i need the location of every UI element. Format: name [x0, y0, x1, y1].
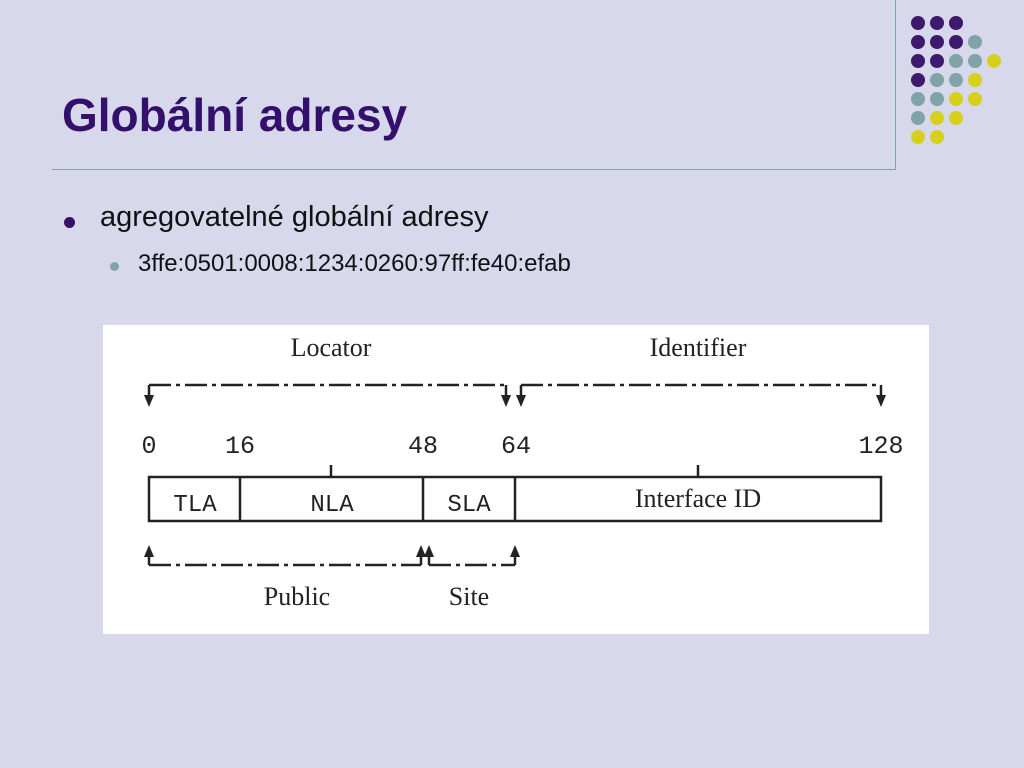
bit-0-label: 0: [141, 432, 156, 461]
dot: [930, 111, 944, 125]
slide-title: Globální adresy: [62, 89, 408, 141]
bullet-subitem: 3ffe:0501:0008:1234:0260:97ff:fe40:efab: [138, 250, 571, 277]
up-arrow-icon: [424, 545, 434, 557]
down-arrow-icon: [144, 395, 154, 407]
bullet-item: agregovatelné globální adresy: [100, 201, 489, 233]
field-nla-label: NLA: [310, 492, 354, 519]
field-interface-id-label: Interface ID: [635, 484, 761, 513]
ipv6-address-format-diagram: Locator Identifier 0 16 48 64 128: [103, 325, 929, 634]
dot: [911, 92, 925, 106]
title-divider: [52, 169, 896, 170]
dot: [911, 54, 925, 68]
bullet-dot-level2: [110, 262, 119, 271]
dot: [968, 35, 982, 49]
dot: [949, 54, 963, 68]
field-tla-label: TLA: [173, 492, 217, 519]
diagram-svg: Locator Identifier 0 16 48 64 128: [141, 333, 903, 611]
public-label: Public: [264, 582, 330, 611]
up-arrow-icon: [416, 545, 426, 557]
identifier-label: Identifier: [650, 333, 747, 362]
dot: [911, 73, 925, 87]
dot: [930, 130, 944, 144]
dot: [949, 111, 963, 125]
dot: [930, 73, 944, 87]
up-arrow-icon: [144, 545, 154, 557]
bit-128-label: 128: [858, 432, 903, 461]
bit-48-label: 48: [408, 432, 438, 461]
dot: [949, 35, 963, 49]
dot: [968, 73, 982, 87]
dot: [987, 54, 1001, 68]
locator-label: Locator: [291, 333, 372, 362]
dot: [911, 16, 925, 30]
dot: [911, 111, 925, 125]
dot: [930, 16, 944, 30]
dot: [949, 92, 963, 106]
bit-64-label: 64: [501, 432, 531, 461]
dot: [930, 92, 944, 106]
down-arrow-icon: [876, 395, 886, 407]
down-arrow-icon: [501, 395, 511, 407]
down-arrow-icon: [516, 395, 526, 407]
site-label: Site: [449, 582, 489, 611]
dot: [911, 130, 925, 144]
bit-16-label: 16: [225, 432, 255, 461]
dot: [949, 16, 963, 30]
field-sla-label: SLA: [447, 492, 491, 519]
dot: [930, 54, 944, 68]
up-arrow-icon: [510, 545, 520, 557]
dot: [968, 92, 982, 106]
dot: [949, 73, 963, 87]
dot: [968, 54, 982, 68]
bullet-dot-level1: [64, 217, 75, 228]
dot: [911, 35, 925, 49]
corner-divider: [895, 0, 896, 170]
dot: [930, 35, 944, 49]
